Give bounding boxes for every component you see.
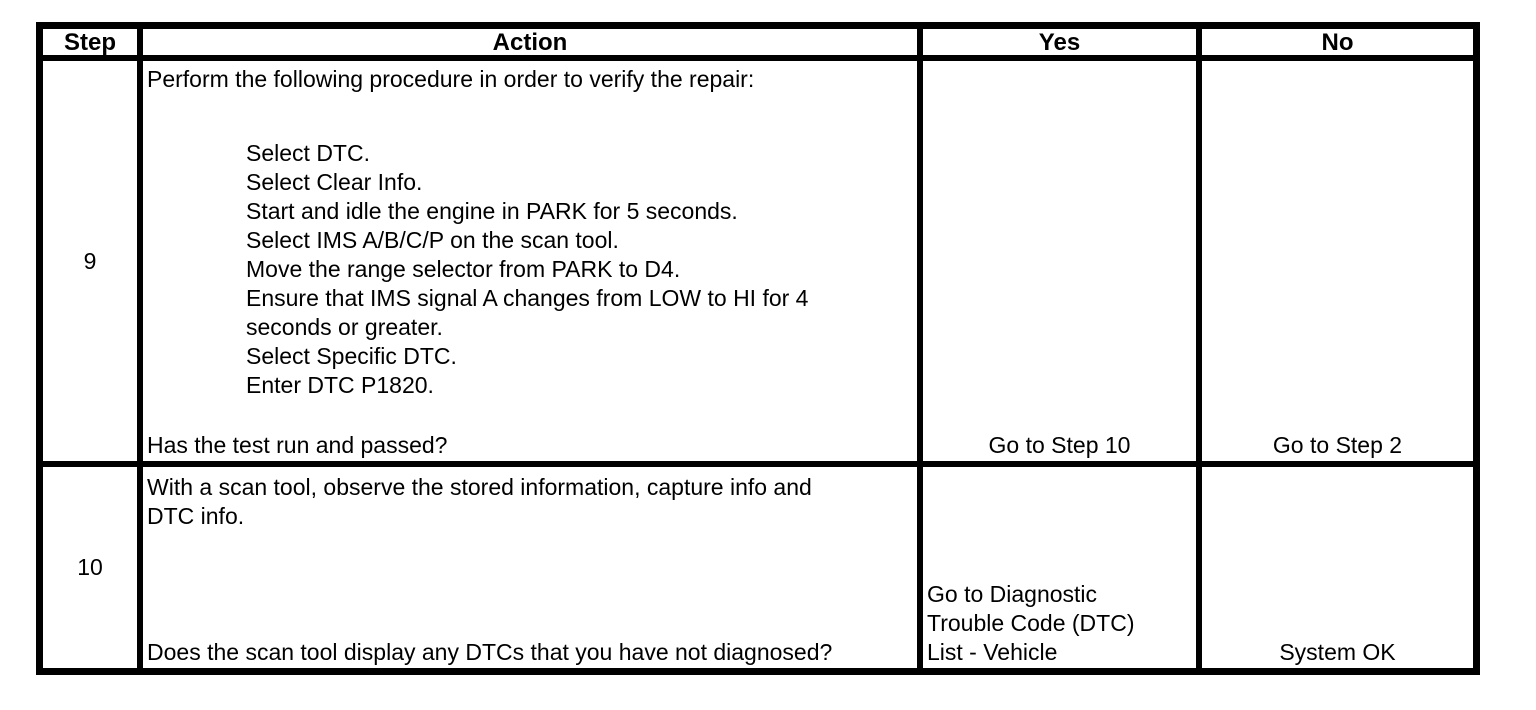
header-action: Action bbox=[143, 29, 917, 55]
text-line: Go to Step 2 bbox=[1272, 432, 1403, 458]
text-line: Go to Step 10 bbox=[988, 432, 1131, 458]
text-line: List - Vehicle bbox=[927, 639, 1058, 665]
text-line: Ensure that IMS signal A changes from LO… bbox=[246, 285, 809, 311]
action-steps-list: Select DTC. Select Clear Info. Start and i… bbox=[246, 139, 913, 400]
action-intro: With a scan tool, observe the stored inf… bbox=[147, 473, 913, 531]
yes-result: Go to Step 10 bbox=[927, 431, 1192, 460]
action-question: Does the scan tool display any DTCs that… bbox=[147, 639, 833, 665]
no-result: System OK bbox=[1206, 638, 1469, 667]
text-line: Trouble Code (DTC) bbox=[927, 610, 1135, 636]
text-line: Start and idle the engine in PARK for 5 … bbox=[246, 198, 738, 224]
table-row-9-step-cell: 9 bbox=[43, 61, 137, 461]
text-line: DTC info. bbox=[147, 503, 245, 529]
header-action-label: Action bbox=[492, 29, 568, 55]
text-line: Enter DTC P1820. bbox=[246, 372, 434, 398]
table-row-9-no-cell: Go to Step 2 bbox=[1202, 61, 1473, 461]
table-row-10-action-cell: With a scan tool, observe the stored inf… bbox=[143, 467, 917, 668]
header-step-label: Step bbox=[63, 29, 116, 55]
header-step: Step bbox=[43, 29, 137, 55]
table-row-9-action-cell: Perform the following procedure in order… bbox=[143, 61, 917, 461]
table-row-9-yes-cell: Go to Step 10 bbox=[923, 61, 1196, 461]
no-result: Go to Step 2 bbox=[1206, 431, 1469, 460]
table-row-10-step-cell: 10 bbox=[43, 467, 137, 668]
header-yes-label: Yes bbox=[1038, 29, 1081, 55]
text-line: Select Specific DTC. bbox=[246, 343, 457, 369]
action-intro: Perform the following procedure in order… bbox=[147, 65, 913, 94]
text-line: seconds or greater. bbox=[246, 314, 443, 340]
table-row-10-no-cell: System OK bbox=[1202, 467, 1473, 668]
text-line: Select Clear Info. bbox=[246, 169, 423, 195]
action-question: Has the test run and passed? bbox=[147, 432, 448, 458]
text-line: System OK bbox=[1279, 639, 1396, 665]
diagnostic-table: Step Action Yes No 9 Perform the followi… bbox=[36, 22, 1480, 675]
text-line: Select DTC. bbox=[246, 140, 370, 166]
text-line: Select IMS A/B/C/P on the scan tool. bbox=[246, 227, 619, 253]
header-no: No bbox=[1202, 29, 1473, 55]
text-line: Move the range selector from PARK to D4. bbox=[246, 256, 681, 282]
step-number: 9 bbox=[83, 247, 97, 274]
text-line: Go to Diagnostic bbox=[927, 581, 1098, 607]
text-line: Perform the following procedure in order… bbox=[147, 66, 755, 92]
header-yes: Yes bbox=[923, 29, 1196, 55]
header-no-label: No bbox=[1321, 29, 1354, 55]
step-number: 10 bbox=[77, 554, 103, 580]
text-line: With a scan tool, observe the stored inf… bbox=[147, 474, 812, 500]
